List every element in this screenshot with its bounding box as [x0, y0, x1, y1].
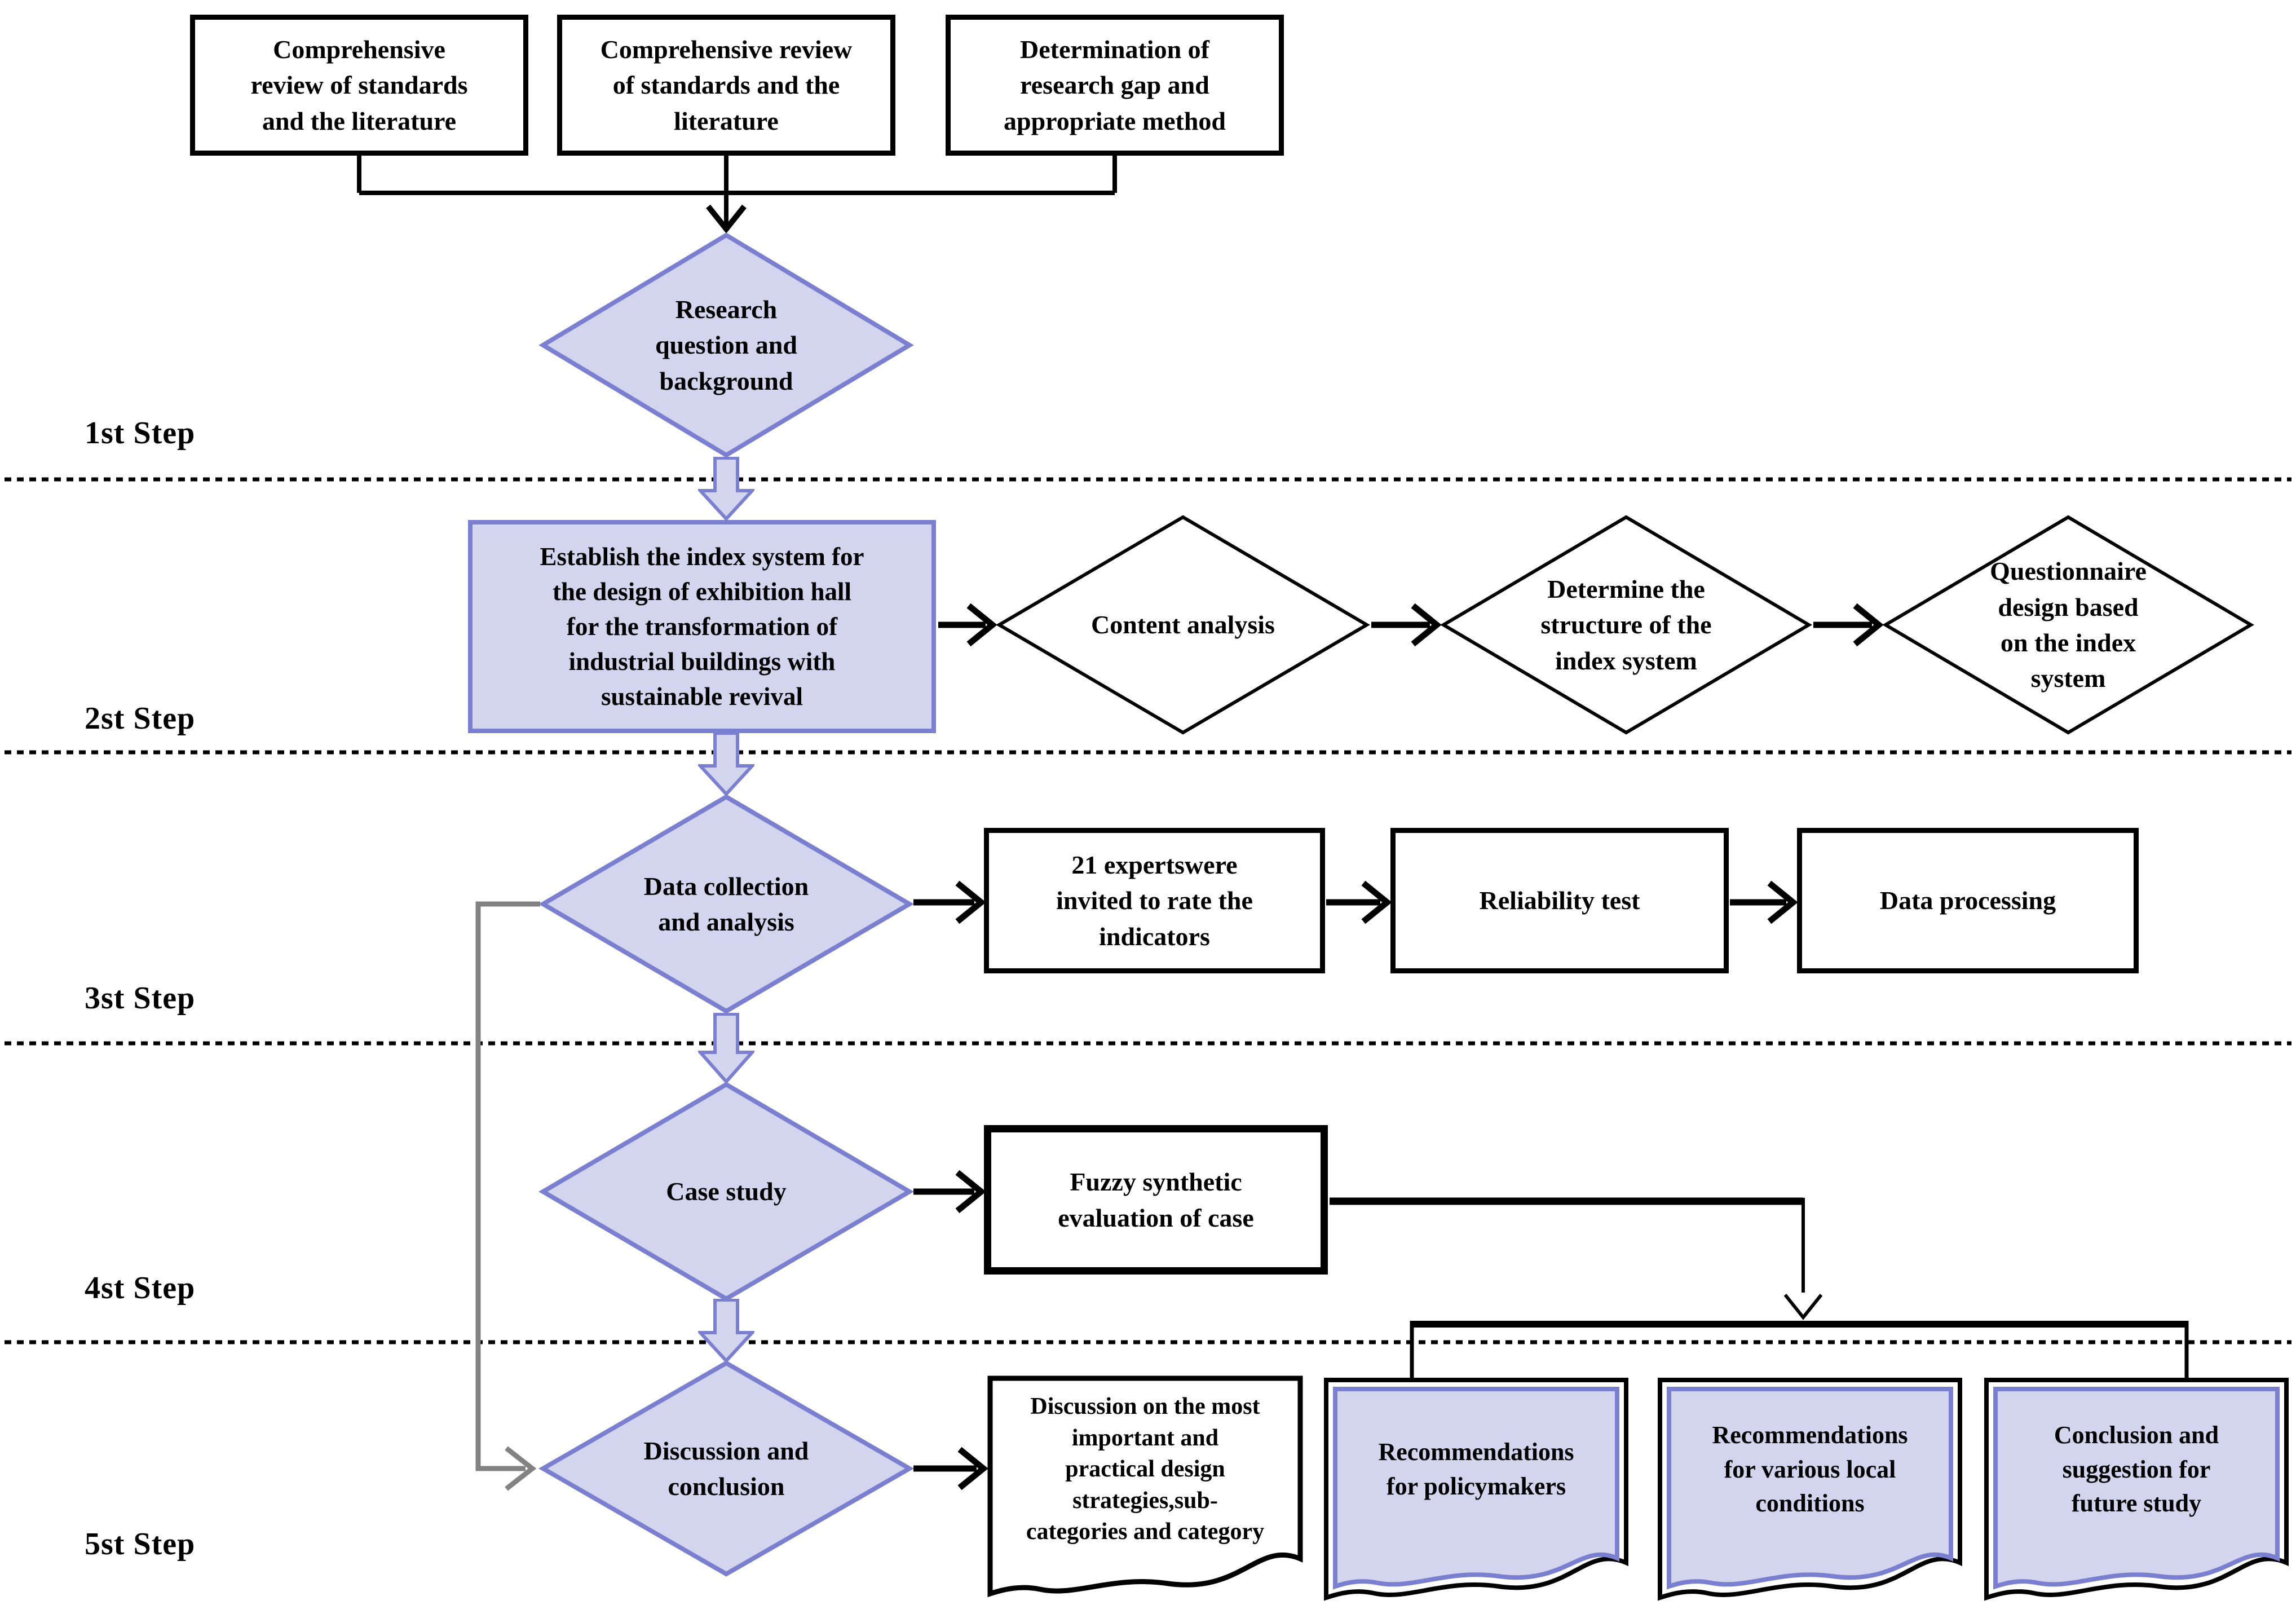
diamond-label: Research question and background [655, 294, 797, 395]
arrowhead-down-icon [706, 204, 747, 234]
box-review-standards-1: Comprehensive review of standards and th… [190, 15, 528, 156]
diamond-questionnaire-design: Questionnaire design based on the index … [1882, 515, 2254, 735]
diamond-shape [538, 1360, 915, 1577]
step-label-4: 4st Step [85, 1271, 196, 1306]
arrowhead-right-gray-icon [505, 1446, 537, 1491]
step-label-5: 5st Step [85, 1527, 196, 1562]
step-label-1: 1st Step [85, 416, 196, 451]
box-research-gap: Determination of research gap and approp… [946, 15, 1284, 156]
box-review-standards-2: Comprehensive review of standards and th… [557, 15, 895, 156]
document-label: Discussion on the most important and pra… [1026, 1394, 1265, 1545]
diamond-label: Discussion and conclusion [643, 1436, 809, 1501]
box-label: Comprehensive review of standards and th… [600, 34, 853, 135]
box-label: Comprehensive review of standards and th… [250, 34, 468, 135]
row5-arrow [913, 1447, 988, 1491]
diamond-shape [538, 794, 914, 1014]
diamond-determine-structure: Determine the structure of the index sys… [1440, 515, 1812, 735]
box-fuzzy-evaluation: Fuzzy synthetic evaluation of case [984, 1125, 1328, 1275]
box-reliability-test: Reliability test [1390, 828, 1729, 973]
block-arrow-down-icon [696, 1012, 756, 1084]
diamond-discussion-conclusion: Discussion and conclusion [538, 1360, 915, 1577]
box-establish-index-system: Establish the index system for the desig… [468, 520, 936, 733]
block-arrow-down-icon [696, 1298, 756, 1364]
arrowhead-down-icon [1783, 1294, 1823, 1320]
box-label: Fuzzy synthetic evaluation of case [1058, 1167, 1254, 1232]
diamond-shape [996, 515, 1370, 735]
document-recommendations-policymakers: Recommendations for policymakers [1324, 1378, 1628, 1601]
arrowhead-right-icon [1853, 603, 1884, 647]
document-conclusion-future-study: Conclusion and suggestion for future stu… [1984, 1378, 2289, 1601]
diamond-shape [1882, 515, 2254, 735]
row3-arrows [913, 880, 1798, 924]
box-data-processing: Data processing [1797, 828, 2139, 973]
document-label: Recommendations for policymakers [1378, 1438, 1574, 1500]
box-label: Reliability test [1479, 886, 1640, 915]
document-design-strategies: Discussion on the most important and pra… [987, 1375, 1303, 1598]
diamond-shape [538, 232, 914, 458]
arrowhead-right-icon [957, 1447, 988, 1491]
box-label: Data processing [1879, 886, 2056, 915]
document-shape [1658, 1378, 1962, 1601]
step-label-3: 3st Step [85, 981, 196, 1016]
diamond-label: Content analysis [1091, 610, 1275, 640]
box-label: 21 expertswere invited to rate the indic… [1056, 850, 1253, 951]
box-label: Determination of research gap and approp… [1004, 34, 1226, 135]
diamond-label: Data collection and analysis [643, 871, 809, 936]
document-shape [1984, 1378, 2289, 1601]
document-label: Recommendations for various local condit… [1712, 1421, 1908, 1518]
box-label: Establish the index system for the desig… [540, 542, 864, 711]
diamond-shape [1440, 515, 1812, 735]
diamond-data-collection: Data collection and analysis [538, 794, 914, 1014]
document-shape [987, 1375, 1303, 1598]
row4-arrow [913, 1170, 986, 1214]
arrowhead-right-icon [955, 1170, 986, 1214]
diamond-label: Case study [666, 1177, 787, 1206]
document-label: Conclusion and suggestion for future stu… [2054, 1421, 2219, 1518]
arrowhead-right-icon [1361, 880, 1392, 924]
step-separator-lines [5, 477, 2291, 1344]
diamond-label: Determine the structure of the index sys… [1540, 574, 1712, 675]
arrowhead-right-icon [1411, 603, 1442, 647]
arrowhead-right-icon [1767, 880, 1798, 924]
row2-arrows [938, 603, 1884, 647]
block-arrow-down-icon [696, 731, 756, 797]
arrowhead-right-icon [966, 603, 997, 647]
diamond-content-analysis: Content analysis [996, 515, 1370, 735]
document-recommendations-local-conditions: Recommendations for various local condit… [1658, 1378, 1962, 1601]
document-shape [1324, 1378, 1628, 1601]
block-arrow-down-icon [696, 456, 756, 522]
diamond-label: Questionnaire design based on the index … [1990, 557, 2147, 693]
step-label-2: 2st Step [85, 701, 196, 736]
box-experts-rating: 21 expertswere invited to rate the indic… [984, 828, 1325, 973]
arrowhead-right-icon [955, 880, 986, 924]
fuzzy-to-docs-connector [1330, 1197, 2189, 1381]
diamond-case-study: Case study [538, 1082, 914, 1302]
feedback-loop-connector [475, 901, 540, 1491]
diamond-research-question: Research question and background [538, 232, 914, 458]
row1-merge-connector [357, 156, 1117, 234]
